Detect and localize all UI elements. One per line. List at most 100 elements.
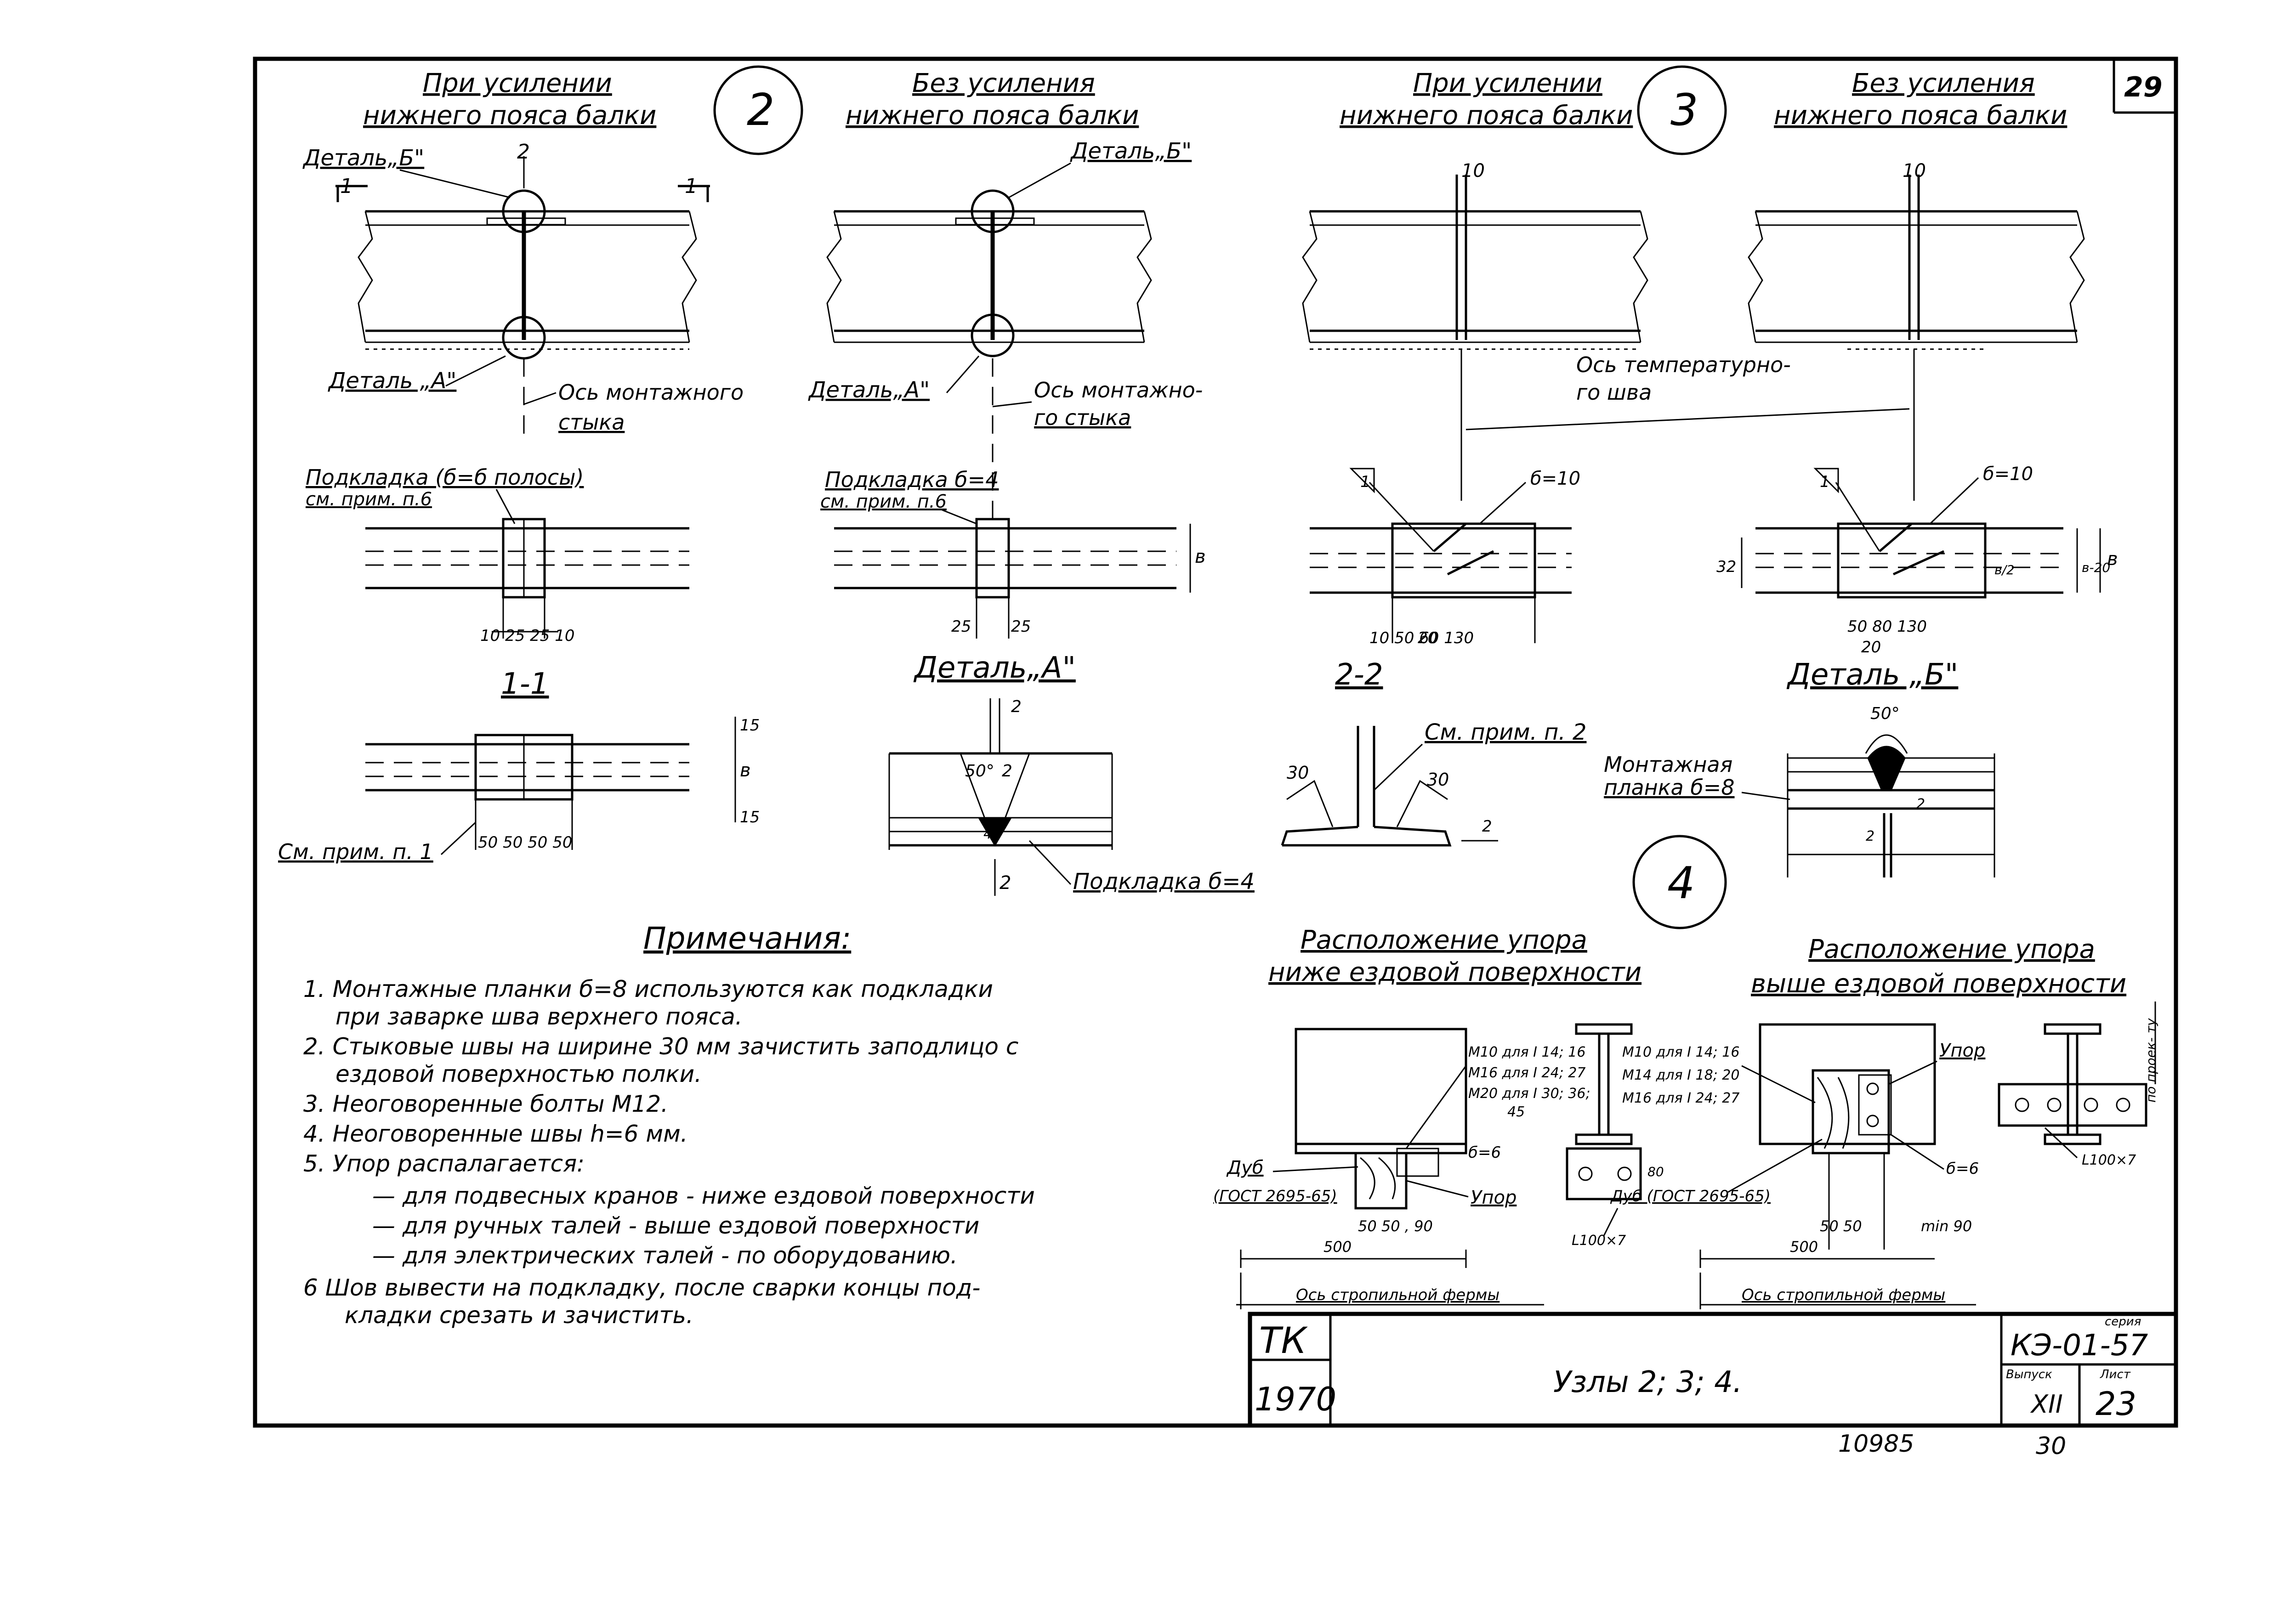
node2-cut-2: 2 <box>517 140 530 164</box>
node4-bolt-right-1: М10 для I 14; 16 <box>1622 1044 1739 1060</box>
bottom-right-number: 30 <box>2036 1432 2066 1460</box>
bottom-left-number: 10985 <box>1838 1430 1914 1458</box>
cut-arrows <box>335 185 710 202</box>
node4-oak-left-1: Дуб <box>1226 1157 1264 1178</box>
node3-dim-20a: 20 <box>1418 629 1437 647</box>
node4-dim-500b: 500 <box>1790 1238 1818 1256</box>
title-block-series-label: серия <box>2105 1315 2141 1329</box>
leader <box>1008 162 1071 198</box>
node4-dim-80: 80 <box>1647 1164 1664 1179</box>
node4-angle-right: L100×7 <box>2082 1152 2136 1168</box>
note-line-11: 6 Шов вывести на подкладку, после сварки… <box>303 1274 980 1301</box>
leader <box>942 509 977 525</box>
detail-a-gap: 2 <box>1011 697 1022 716</box>
title-block-title: Узлы 2; 3; 4. <box>1553 1365 1742 1399</box>
detail-b-plate-1: Монтажная <box>1604 752 1732 777</box>
node2-right-title-1: Без усиления <box>912 68 1095 98</box>
page-number: 29 <box>2124 71 2163 103</box>
title-block-issue-label: Выпуск <box>2006 1368 2052 1381</box>
section22-dim-30a: 30 <box>1287 763 1309 783</box>
leader <box>2044 1127 2078 1159</box>
node3-dim-32: 32 <box>1716 558 1736 576</box>
leader <box>1373 743 1423 791</box>
node4-stop-left: Упор <box>1471 1187 1517 1208</box>
node4-dims-left: 50 50 , 90 <box>1358 1217 1433 1235</box>
node3-dim-20b: 20 <box>1861 638 1881 656</box>
node3-right-title-1: Без усиления <box>1852 68 2035 98</box>
note-line-6: 4. Неоговоренные швы h=6 мм. <box>303 1120 688 1147</box>
node2-left-beam <box>358 156 697 441</box>
node2-dim-25b: 25 <box>1011 617 1031 636</box>
node2-pad-right-2: см. прим. п.6 <box>820 491 947 512</box>
sheet-frame <box>253 57 2178 1428</box>
node3-dim-vh: в/2 <box>1994 562 2015 577</box>
node2-axis-right-2: го стыка <box>1034 405 1131 430</box>
node4-left-drawing <box>1236 1023 1642 1309</box>
node3-slope-left: 1 <box>1360 473 1370 491</box>
node4-thk-right: б=6 <box>1946 1160 1979 1178</box>
node4-stop-right: Упор <box>1939 1040 1985 1061</box>
node4-axis-left: Ось стропильной фермы <box>1296 1286 1499 1304</box>
leader <box>523 392 557 405</box>
node4-bolt-right-2: М14 для I 18; 20 <box>1622 1067 1739 1083</box>
section22-drawing <box>1281 726 1498 847</box>
section22-dim-2: 2 <box>1482 817 1492 836</box>
note-line-2: при заварке шва верхнего пояса. <box>335 1003 743 1030</box>
node4-by-project: по проек- ту <box>2143 1018 2158 1103</box>
leader <box>1888 1060 1937 1085</box>
leader <box>1028 840 1072 885</box>
node-4-circle <box>1632 835 1727 929</box>
node4-bolt-right-3: М16 для I 24; 27 <box>1622 1090 1739 1106</box>
section11-dims: 50 50 50 50 <box>478 833 572 852</box>
node4-thk-left: б=6 <box>1468 1143 1501 1162</box>
node4-right-title-1: Расположение упора <box>1808 934 2095 964</box>
leader <box>1465 408 1910 430</box>
node2-axis-left-2: стыка <box>558 410 625 435</box>
node4-dims-right: 50 50 <box>1820 1217 1862 1235</box>
note-line-8: — для подвесных кранов - ниже ездовой по… <box>372 1183 1035 1209</box>
leader <box>1406 1180 1469 1198</box>
leader <box>1741 1065 1816 1103</box>
title-block-sheet-label: Лист <box>2100 1368 2131 1381</box>
node2-axis-right-1: Ось монтажно- <box>1034 378 1203 402</box>
detail-a-pad: Подкладка б=4 <box>1073 869 1255 894</box>
node-3-number: 3 <box>1670 85 1698 136</box>
leader <box>1272 1166 1358 1172</box>
section22-note: См. прим. п. 2 <box>1425 719 1586 745</box>
node2-pad-left-1: Подкладка (б=б полосы) <box>306 465 584 490</box>
node-2-number: 2 <box>747 85 774 136</box>
detail-b-plate-2: планка б=8 <box>1604 775 1735 800</box>
note-line-4: ездовой поверхностью полки. <box>335 1061 702 1087</box>
section11-note-ref: См. прим. п. 1 <box>278 839 433 864</box>
node3-right-plan <box>1741 468 2101 599</box>
detail-a-dim-4: 4 <box>983 826 992 842</box>
node4-oak-right: Дуб (ГОСТ 2695-65) <box>1610 1187 1771 1205</box>
note-line-7: 5. Упор распалагается: <box>303 1150 585 1177</box>
node2-left-title-1: При усилении <box>423 68 612 98</box>
title-block <box>1248 1312 2178 1428</box>
node4-axis-right: Ось стропильной фермы <box>1742 1286 1945 1304</box>
leader <box>1405 1065 1467 1149</box>
note-line-3: 2. Стыковые швы на ширине 30 мм зачистит… <box>303 1033 1018 1060</box>
node-3-circle <box>1637 65 1727 155</box>
node4-min90: min 90 <box>1921 1217 1972 1235</box>
note-line-9: — для ручных талей - выше ездовой поверх… <box>372 1212 979 1239</box>
detail-b-drawing <box>1787 734 1995 877</box>
title-block-year: 1970 <box>1255 1381 1336 1418</box>
section11-plan <box>365 717 736 850</box>
node2-detail-b-left: Деталь„Б" <box>302 145 424 171</box>
node3-left-plan <box>1310 468 1572 643</box>
node3-gap-left: 10 <box>1461 160 1485 181</box>
note-line-1: 1. Монтажные планки б=8 используются как… <box>303 976 993 1002</box>
node3-dim-v: в <box>2107 549 2118 570</box>
section11-dim-v: в <box>740 760 751 781</box>
node3-slope-right: 1 <box>1820 473 1830 491</box>
title-block-issue: XII <box>2030 1390 2063 1419</box>
node2-detail-b-right: Деталь„Б" <box>1070 138 1192 164</box>
section11-dim-15b: 15 <box>740 808 760 826</box>
node3-thk-left: б=10 <box>1530 468 1580 489</box>
detail-b-title: Деталь „Б" <box>1786 658 1958 692</box>
leader <box>1741 792 1790 800</box>
section22-dim-30b: 30 <box>1427 770 1449 790</box>
node2-dim-v: в <box>1195 546 1206 567</box>
